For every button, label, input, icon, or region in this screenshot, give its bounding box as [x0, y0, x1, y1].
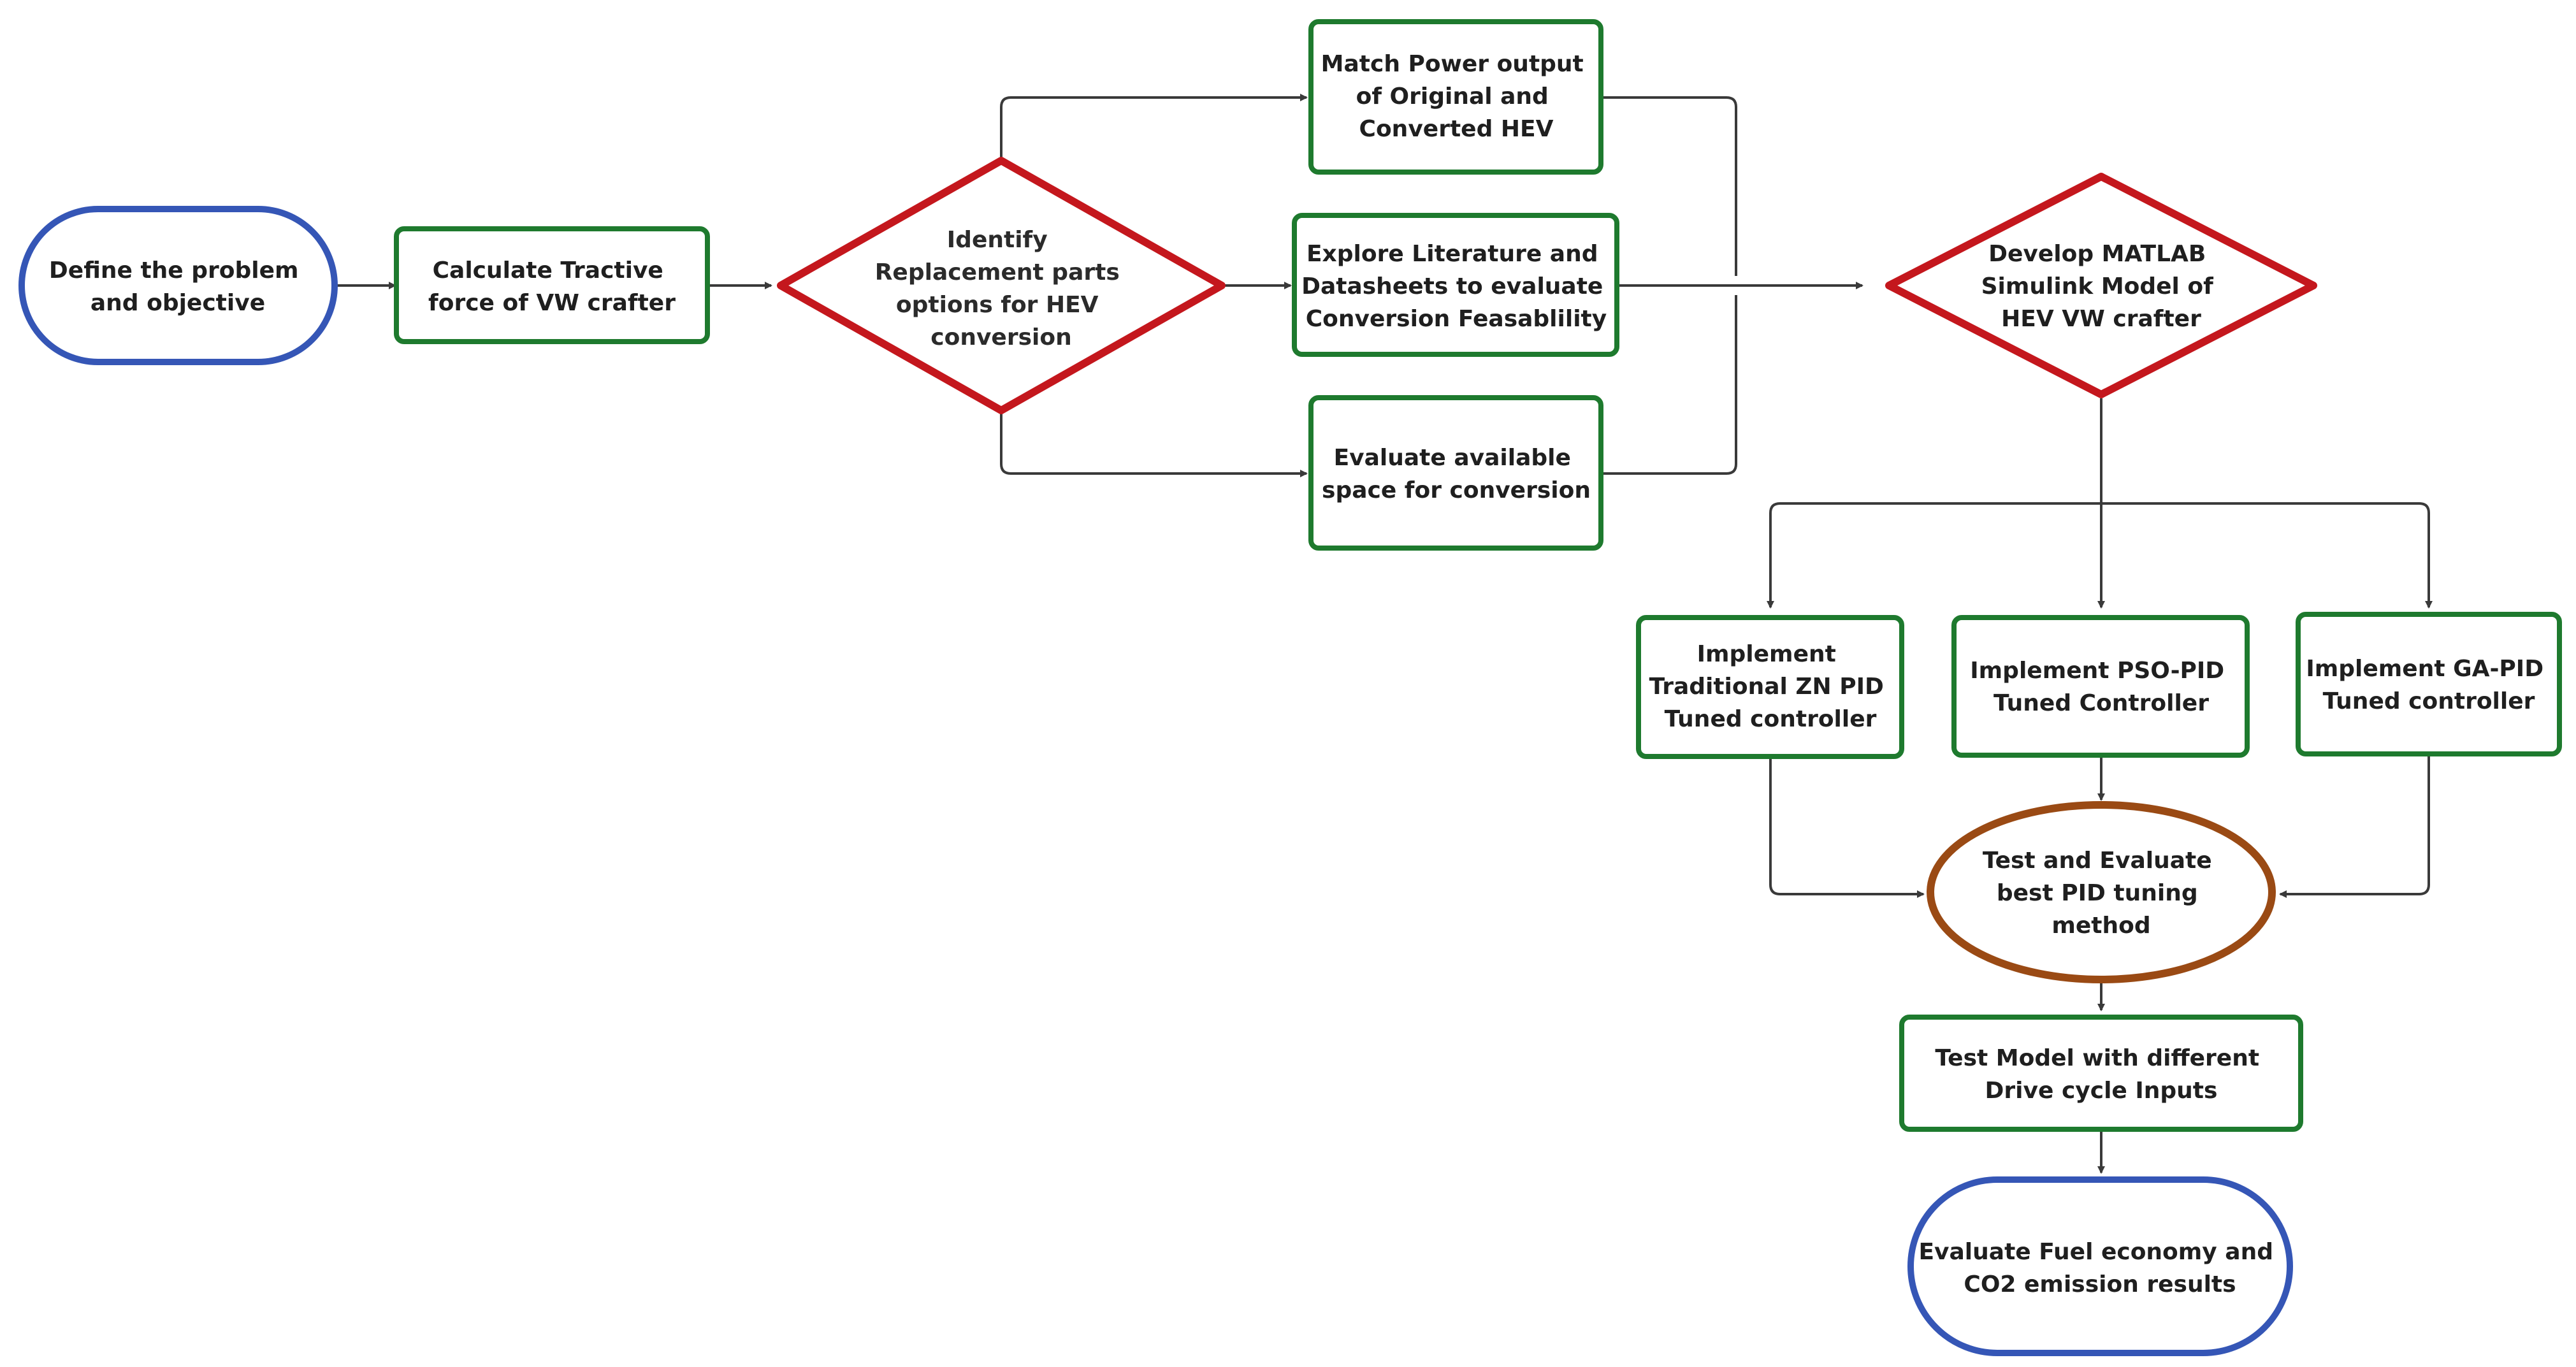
label-line: Traditional ZN PID [1649, 674, 1884, 700]
node-evaluate-space: Evaluate available space for conversion [1308, 395, 1603, 551]
label-line: Identify [947, 227, 1048, 253]
label-line: Simulink Model of [1981, 273, 2214, 300]
label-line: Explore Literature and [1306, 241, 1598, 267]
process-box [1636, 615, 1904, 759]
label-line: Tuned controller [1665, 706, 1877, 732]
label-line: Converted HEV [1359, 116, 1554, 142]
label-line: conversion [930, 324, 1071, 351]
edge-develop-to-ga [2101, 502, 2433, 609]
edge-develop-to-zn [1767, 502, 2101, 609]
node-tractive-force: Calculate Tractive force of VW crafter [394, 226, 710, 344]
process-box [394, 226, 710, 344]
label-line: Drive cycle Inputs [1985, 1078, 2218, 1104]
label-line: space for conversion [1322, 477, 1591, 503]
node-test-evaluate: Test and Evaluate best PID tuning method [1927, 801, 2276, 983]
label-line: HEV VW crafter [2001, 306, 2201, 332]
label-line: Implement GA-PID [2306, 656, 2543, 682]
label-line: of Original and [1356, 83, 1549, 110]
node-identify-parts: Identify Replacement parts options for H… [777, 157, 1226, 414]
decision-diamond [1885, 173, 2317, 398]
label-line: Implement PSO-PID [1970, 658, 2224, 684]
label-line: Define the problem [49, 257, 299, 284]
node-label: Implement Traditional ZN PID Tuned contr… [1649, 641, 1892, 732]
process-box [1308, 395, 1603, 551]
label-line: best PID tuning [1997, 880, 2198, 906]
terminal-shape [18, 206, 338, 365]
node-label: Define the problem and objective [49, 257, 307, 316]
label-line: options for HEV [896, 292, 1099, 318]
node-define-problem: Define the problem and objective [18, 206, 338, 365]
edge-ga-to-test [2279, 756, 2430, 898]
terminal-shape [1907, 1176, 2293, 1356]
process-box [1308, 19, 1603, 175]
node-match-power: Match Power output of Original and Conve… [1308, 19, 1603, 175]
node-label: Evaluate available space for conversion [1322, 445, 1591, 503]
decision-diamond [777, 157, 1226, 414]
label-line: Test Model with different [1935, 1045, 2259, 1071]
edge-evaluate-space-to-bus [1603, 295, 1737, 475]
label-line: Test and Evaluate [1983, 848, 2212, 874]
edge-identify-to-evaluate-space [1000, 410, 1308, 477]
label-line: method [2051, 913, 2150, 939]
process-box [1292, 213, 1619, 357]
node-label: Implement PSO-PID Tuned Controller [1970, 658, 2232, 716]
node-test-drive-cycle: Test Model with different Drive cycle In… [1899, 1015, 2303, 1132]
label-line: Implement [1697, 641, 1836, 667]
node-label: Develop MATLAB Simulink Model of HEV VW … [1981, 241, 2222, 332]
evaluation-ellipse [1927, 801, 2276, 983]
connectors [335, 94, 2433, 1174]
node-evaluate-fuel: Evaluate Fuel economy and CO2 emission r… [1907, 1176, 2293, 1356]
label-line: Match Power output [1321, 51, 1584, 77]
node-zn-pid: Implement Traditional ZN PID Tuned contr… [1636, 615, 1904, 759]
edge-zn-to-test [1769, 758, 1925, 898]
label-line: Calculate Tractive [433, 257, 663, 284]
node-label: Match Power output of Original and Conve… [1321, 51, 1592, 142]
process-box [1899, 1015, 2303, 1132]
node-ga-pid: Implement GA-PID Tuned controller [2296, 612, 2562, 756]
label-line: Tuned controller [2323, 688, 2535, 714]
node-label: Calculate Tractive force of VW crafter [428, 257, 676, 316]
node-label: Test and Evaluate best PID tuning method [1983, 848, 2220, 939]
label-line: Datasheets to evaluate [1301, 273, 1603, 300]
edge-match-power-to-bus [1603, 96, 1737, 276]
label-line: Conversion Feasablility [1306, 306, 1607, 332]
label-line: Evaluate available [1334, 445, 1571, 471]
process-box [2296, 612, 2562, 756]
node-label: Identify Replacement parts options for H… [875, 227, 1128, 351]
node-label: Evaluate Fuel economy and CO2 emission r… [1918, 1239, 2281, 1298]
node-label: Test Model with different Drive cycle In… [1935, 1045, 2267, 1104]
label-line: force of VW crafter [428, 290, 676, 316]
node-pso-pid: Implement PSO-PID Tuned Controller [1951, 615, 2250, 758]
label-line: and objective [90, 290, 265, 316]
node-label: Implement GA-PID Tuned controller [2306, 656, 2551, 714]
node-explore-literature: Explore Literature and Datasheets to eva… [1292, 213, 1619, 357]
label-line: CO2 emission results [1964, 1271, 2236, 1298]
label-line: Replacement parts [875, 259, 1120, 286]
label-line: Evaluate Fuel economy and [1918, 1239, 2273, 1265]
node-label: Explore Literature and Datasheets to eva… [1301, 241, 1611, 332]
label-line: Tuned Controller [1994, 690, 2209, 716]
node-develop-model: Develop MATLAB Simulink Model of HEV VW … [1885, 173, 2317, 398]
edge-identify-to-match-power [1000, 94, 1308, 161]
process-box [1951, 615, 2250, 758]
label-line: Develop MATLAB [1988, 241, 2206, 267]
